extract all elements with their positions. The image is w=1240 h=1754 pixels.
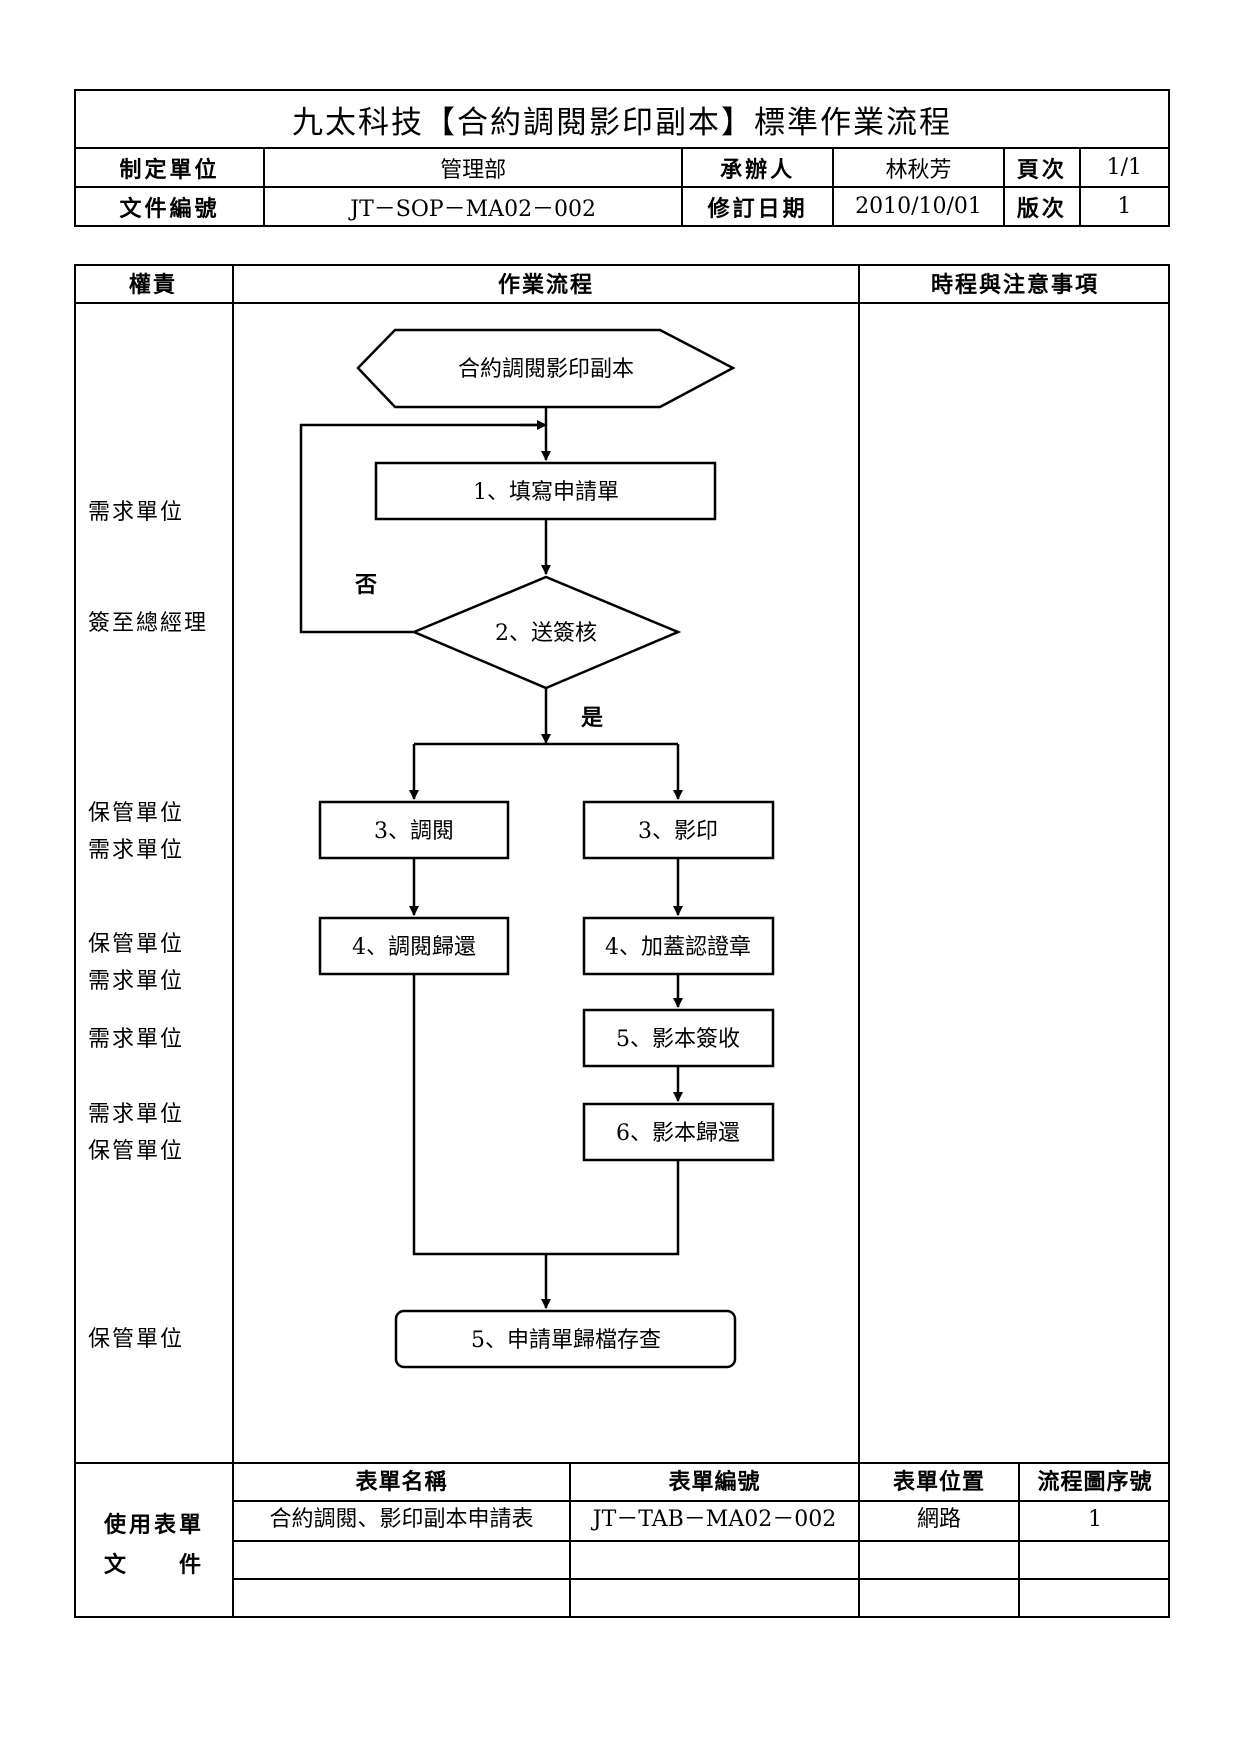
decision-diamond-shape [410, 575, 682, 690]
step4b-label: 4、加蓋認證章 [605, 935, 751, 960]
page-label: 頁次 [1003, 147, 1081, 188]
forms-section-label: 使用表單 [104, 1512, 205, 1538]
forms-row-divider [232, 1540, 1170, 1542]
flow-seq-header: 流程圖序號 [1037, 1469, 1153, 1495]
page-value: 1/1 [1078, 147, 1171, 188]
no-label: 否 [354, 572, 377, 598]
resp-column-divider [232, 264, 234, 1618]
resp-item: 需求單位 [88, 500, 185, 525]
form-location-cell: 網路 [916, 1507, 961, 1532]
step5b-label: 5、影本簽收 [616, 1027, 740, 1052]
forms-col-divider [569, 1462, 571, 1618]
form-number-header: 表單編號 [668, 1469, 761, 1495]
flow-column-header: 作業流程 [497, 272, 594, 298]
forms-col-divider [1018, 1462, 1020, 1618]
decision-label: 2、送簽核 [495, 621, 597, 646]
step3a-box-shape [318, 800, 510, 860]
doc-number-label: 文件編號 [74, 186, 265, 227]
version-label: 版次 [1003, 186, 1081, 227]
final-label: 5、申請單歸檔存查 [471, 1328, 661, 1353]
doc-number-value: JT－SOP－MA02－002 [262, 186, 684, 227]
yes-label: 是 [581, 705, 603, 731]
forms-row-divider [232, 1578, 1170, 1580]
column-header-divider [74, 302, 1170, 304]
form-location-header: 表單位置 [892, 1469, 985, 1495]
revision-date-value: 2010/10/01 [831, 186, 1006, 227]
resp-item: 保管單位需求單位 [88, 801, 185, 863]
form-number-cell: JT－TAB－MA02－002 [592, 1507, 837, 1532]
step1-label: 1、填寫申請單 [473, 480, 619, 505]
step4a-label: 4、調閱歸還 [352, 935, 476, 960]
form-name-header: 表單名稱 [355, 1469, 448, 1495]
version-value: 1 [1078, 186, 1171, 227]
forms-section-divider [74, 1462, 1170, 1464]
start-terminal-shape [356, 328, 736, 409]
unit-label: 制定單位 [74, 147, 265, 188]
resp-item: 簽至總經理 [88, 611, 209, 636]
flow-seq-cell: 1 [1088, 1507, 1102, 1532]
handler-label: 承辦人 [681, 147, 834, 188]
step4a-box-shape [318, 916, 510, 976]
step1-box-shape [374, 461, 717, 521]
handler-value: 林秋芳 [831, 147, 1006, 188]
final-terminal-shape [394, 1309, 737, 1369]
step3a-label: 3、調閱 [374, 819, 454, 844]
header-table: 九太科技【合約調閱影印副本】標準作業流程 制定單位 管理部 承辦人 林秋芳 頁次… [74, 89, 1171, 227]
notes-column-header: 時程與注意事項 [930, 272, 1099, 298]
step5b-box-shape [582, 1008, 775, 1068]
step3b-label: 3、影印 [638, 819, 718, 844]
resp-item: 保管單位需求單位 [88, 932, 185, 994]
resp-column-header: 權責 [128, 272, 177, 298]
form-name-cell: 合約調閱、影印副本申請表 [269, 1507, 534, 1532]
notes-column-divider [858, 264, 860, 1462]
revision-date-label: 修訂日期 [681, 186, 834, 227]
resp-item: 需求單位保管單位 [88, 1102, 185, 1164]
step6b-label: 6、影本歸還 [616, 1121, 740, 1146]
main-frame [74, 264, 1170, 1618]
forms-header-divider [232, 1500, 1170, 1502]
unit-value: 管理部 [262, 147, 684, 188]
forms-section-label: 文 件 [104, 1552, 205, 1578]
document-title: 九太科技【合約調閱影印副本】標準作業流程 [74, 89, 1170, 149]
forms-col-divider [858, 1462, 860, 1618]
resp-item: 需求單位 [88, 1027, 185, 1052]
step4b-box-shape [582, 916, 775, 976]
start-label: 合約調閱影印副本 [458, 357, 634, 382]
resp-item: 保管單位 [88, 1327, 185, 1352]
